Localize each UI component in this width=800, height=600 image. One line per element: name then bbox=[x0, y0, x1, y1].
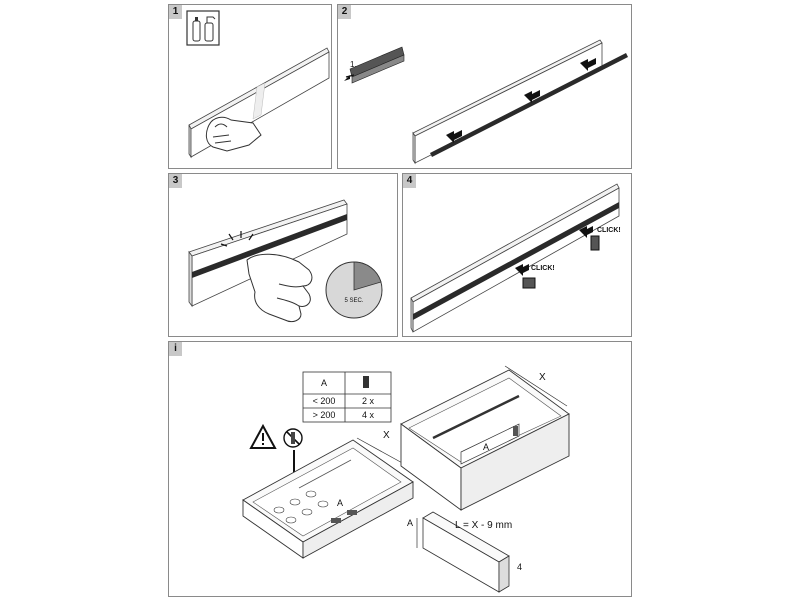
adhesive-strip bbox=[430, 53, 628, 157]
step-number: 3 bbox=[169, 174, 182, 188]
click-label: CLICK! bbox=[597, 227, 621, 234]
table-range: < 200 bbox=[313, 396, 336, 406]
step-1-panel: 1 bbox=[168, 4, 332, 169]
click-label: CLICK! bbox=[531, 265, 555, 272]
step-2-illustration: 1. bbox=[344, 39, 628, 165]
table-header-a: A bbox=[321, 378, 327, 388]
cleaning-spray-icon bbox=[186, 10, 220, 46]
table-count: 4 x bbox=[362, 410, 375, 420]
clip-left bbox=[515, 264, 536, 289]
step-number: 1 bbox=[169, 5, 182, 19]
divider-board bbox=[422, 511, 510, 593]
length-formula: L = X - 9 mm bbox=[455, 520, 512, 531]
sub-step-label: 1. bbox=[350, 60, 357, 69]
dimension-x: X bbox=[383, 430, 390, 441]
step-number: 2 bbox=[338, 5, 351, 19]
back-panel bbox=[410, 183, 620, 333]
info-number: i bbox=[169, 342, 182, 356]
no-screw-icon bbox=[283, 428, 303, 448]
info-illustration: A < 200 2 x > 200 4 x bbox=[242, 365, 570, 593]
step-2-panel: 2 1. bbox=[337, 4, 632, 169]
drawer-right bbox=[400, 369, 570, 511]
adhesive-strip bbox=[413, 202, 619, 320]
step-4-panel: 4 CLICK! CLICK! bbox=[402, 173, 632, 337]
clip bbox=[513, 426, 518, 436]
clip-icon bbox=[363, 376, 369, 388]
timer-label: 5 SEC. bbox=[344, 298, 363, 304]
drawer-left bbox=[242, 439, 414, 559]
warning-icon bbox=[249, 423, 277, 449]
press-arrows bbox=[446, 58, 596, 143]
hand-pressing bbox=[246, 253, 313, 323]
table-count: 2 x bbox=[362, 396, 375, 406]
info-panel: i A < 200 2 x > 200 4 x bbox=[168, 341, 632, 597]
step-number: 4 bbox=[403, 174, 416, 188]
step-3-illustration: 5 SEC. bbox=[188, 199, 383, 323]
step-3-panel: 3 5 SEC. bbox=[168, 173, 398, 337]
back-panel bbox=[412, 39, 603, 165]
dimension-line bbox=[504, 365, 568, 407]
dimension-x: X bbox=[539, 372, 546, 383]
press-marks bbox=[220, 231, 254, 247]
clip bbox=[331, 518, 341, 523]
timer-icon bbox=[325, 261, 383, 319]
adhesive-strip bbox=[192, 214, 347, 278]
adhesive-strip-detail bbox=[344, 46, 405, 84]
step-4-illustration: CLICK! CLICK! bbox=[410, 183, 621, 333]
step-1-illustration bbox=[186, 10, 330, 159]
clip-quantity-table bbox=[302, 371, 392, 423]
thickness-label: 4 bbox=[517, 562, 522, 572]
clip-right bbox=[579, 226, 600, 251]
dimension-a: A bbox=[337, 498, 343, 508]
divider-height: A bbox=[407, 518, 413, 528]
clip bbox=[347, 510, 357, 515]
hand-wiping bbox=[205, 116, 262, 152]
table-range: > 200 bbox=[313, 410, 336, 420]
dimension-a: A bbox=[483, 442, 489, 452]
